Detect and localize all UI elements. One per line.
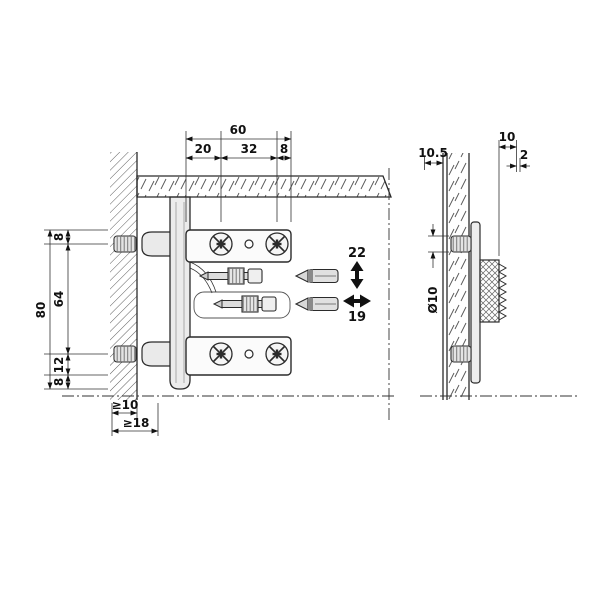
side-view: 10.5 10 2 Ø10 [418, 130, 580, 400]
dim-min10-label: ≥10 [112, 398, 139, 412]
wall-dowel-bottom [113, 345, 137, 363]
dim-8-upper-label: 8 [52, 233, 66, 241]
spring-teeth [497, 263, 508, 321]
front-view: 22 19 60 [34, 123, 397, 436]
horizontal-adjust-label: 19 [348, 310, 366, 325]
dim-seg-8-top-label: 8 [280, 142, 288, 156]
pre-drill-hole [244, 349, 254, 359]
dim-seg-32-label: 32 [241, 142, 258, 156]
screwdriver-bit-bottom [294, 296, 339, 312]
dim-2-label: 2 [520, 148, 528, 162]
slot-opening [193, 291, 291, 319]
dim-64-label: 64 [52, 291, 66, 308]
mounting-plate-bottom [185, 336, 292, 376]
wall-section [110, 152, 138, 400]
dimensions-bottom: ≥10 ≥18 [111, 398, 159, 436]
dimensions-side-top: 10.5 10 2 [418, 130, 530, 256]
dowel-diameter-label: Ø10 [426, 287, 440, 314]
phillips-screw [208, 341, 234, 367]
vertical-adjust-arrow [350, 261, 364, 289]
cabinet-top-panel [136, 175, 392, 198]
adjustment-screw-top [198, 267, 263, 285]
pre-drill-hole [244, 239, 254, 249]
adjustment-mechanism [189, 261, 291, 319]
dim-min18-label: ≥18 [123, 416, 150, 430]
phillips-screw [264, 231, 290, 257]
dim-10-5-label: 10.5 [418, 146, 448, 160]
dim-total-width-label: 60 [230, 123, 247, 137]
vertical-adjustment: 22 [348, 246, 366, 289]
dim-12-label: 12 [52, 357, 66, 374]
screwdriver-bit-top [294, 268, 339, 284]
side-panel [446, 153, 470, 400]
dowel-diameter-dim: Ø10 [426, 224, 449, 313]
adjustment-screw-bottom [212, 295, 277, 313]
hanger-back-plate [470, 221, 481, 384]
horizontal-adjustment: 19 [343, 294, 371, 325]
mounting-plate-top [185, 229, 292, 263]
phillips-screw [264, 341, 290, 367]
dim-seg-20-label: 20 [195, 142, 212, 156]
dim-10-label: 10 [499, 130, 516, 144]
wall-dowel-top [113, 235, 137, 253]
dim-80-label: 80 [34, 302, 48, 319]
lever-edge-2 [189, 267, 213, 294]
dimensions-left: 80 8 64 12 8 [34, 229, 108, 390]
horizontal-adjust-arrow [343, 294, 371, 308]
fixing-dowel-top [450, 235, 472, 253]
phillips-screw [208, 231, 234, 257]
dimensions-top: 60 20 32 8 [185, 123, 292, 222]
vertical-adjust-label: 22 [348, 246, 366, 261]
hanger-body-section [479, 259, 508, 323]
dim-8-lower-label: 8 [52, 378, 66, 386]
suspension-arm [169, 196, 191, 390]
fixing-dowel-bottom [450, 345, 472, 363]
